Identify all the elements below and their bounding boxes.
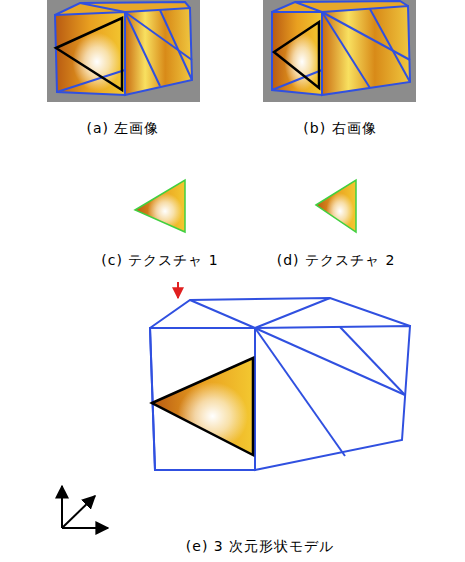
right-image <box>263 0 416 102</box>
panel-caption: (b) 右画像 <box>303 120 376 137</box>
panel-caption: (c) テクスチャ 1 <box>101 252 218 269</box>
texture-2 <box>316 180 356 232</box>
left-image <box>47 0 200 102</box>
axes <box>62 486 108 528</box>
texture-1 <box>135 180 185 232</box>
panel-caption: (a) 左画像 <box>87 120 160 137</box>
panel-caption: (d) テクスチャ 2 <box>277 252 396 269</box>
panel-caption: (e) 3 次元形状モデル <box>186 538 334 555</box>
pointer-arrow <box>177 282 179 298</box>
shape-model <box>150 282 410 470</box>
